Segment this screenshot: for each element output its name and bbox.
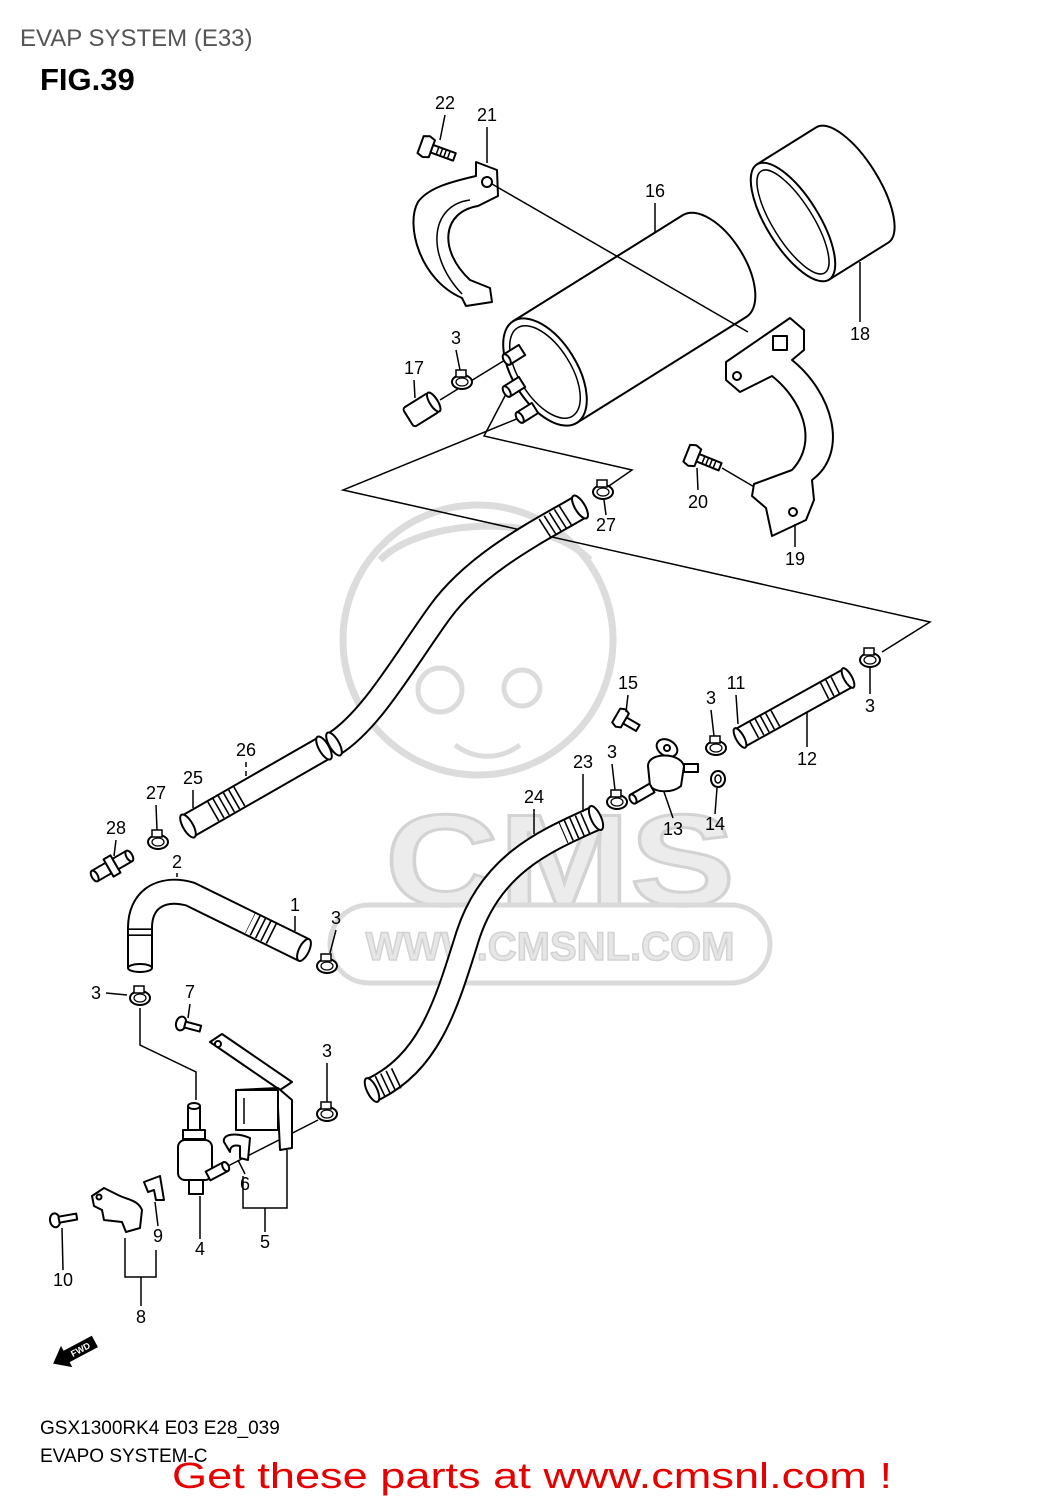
watermark-logo: CMS WWW.CMSNL.COM bbox=[327, 501, 773, 986]
callout-labels: 22 21 16 18 3 17 20 27 19 15 3 11 3 12 2… bbox=[53, 93, 875, 1327]
callout-3: 3 bbox=[451, 328, 461, 348]
callout-27: 27 bbox=[146, 783, 166, 803]
callout-3: 3 bbox=[91, 983, 101, 1003]
hose-short-ribbed bbox=[732, 667, 856, 749]
callout-3: 3 bbox=[331, 908, 341, 928]
callout-4: 4 bbox=[195, 1239, 205, 1259]
callout-13: 13 bbox=[663, 819, 683, 839]
callout-9: 9 bbox=[153, 1226, 163, 1246]
upper-bracket bbox=[412, 161, 499, 307]
canister-port-top bbox=[501, 343, 527, 366]
callout-3: 3 bbox=[706, 688, 716, 708]
evap-canister bbox=[502, 211, 757, 427]
diagram-name: EVAPO SYSTEM-C bbox=[40, 1446, 208, 1467]
watermark-logo-text: CMS bbox=[385, 787, 735, 933]
callout-25: 25 bbox=[183, 768, 203, 788]
canister-port-middle bbox=[501, 375, 527, 398]
page-title: EVAP SYSTEM (E33) bbox=[20, 25, 253, 52]
canister-port-bottom bbox=[514, 401, 540, 424]
callout-3: 3 bbox=[607, 742, 617, 762]
callout-22: 22 bbox=[435, 93, 455, 113]
callout-3: 3 bbox=[322, 1041, 332, 1061]
callout-12: 12 bbox=[797, 749, 817, 769]
callout-17: 17 bbox=[404, 358, 424, 378]
callout-10: 10 bbox=[53, 1270, 73, 1290]
hose-clamp bbox=[317, 1102, 337, 1121]
callout-23: 23 bbox=[573, 752, 593, 772]
bracket-alignment-line bbox=[491, 183, 749, 333]
bolt bbox=[611, 707, 641, 733]
callout-2: 2 bbox=[172, 852, 182, 872]
hose-clamp bbox=[452, 370, 472, 389]
hose-clamp bbox=[593, 480, 613, 499]
hose-fitting bbox=[89, 849, 135, 883]
callout-15: 15 bbox=[618, 673, 638, 693]
promo-text: Get these parts at www.cmsnl.com ! bbox=[172, 1455, 892, 1496]
leader-lines bbox=[61, 114, 871, 1306]
callout-26: 26 bbox=[236, 740, 256, 760]
callout-18: 18 bbox=[850, 324, 870, 344]
hose-clamp bbox=[860, 648, 880, 667]
valve-bracket bbox=[209, 1033, 293, 1151]
figure-label: FIG.39 bbox=[40, 62, 135, 97]
callout-5: 5 bbox=[260, 1232, 270, 1252]
callout-27: 27 bbox=[596, 515, 616, 535]
bolt bbox=[416, 135, 457, 162]
callout-1: 1 bbox=[290, 895, 300, 915]
model-code: GSX1300RK4 E03 E28_039 bbox=[40, 1418, 280, 1439]
forward-arrow-icon: FWD bbox=[53, 1335, 98, 1368]
watermark-url-text: WWW.CMSNL.COM bbox=[366, 925, 735, 969]
callout-6: 6 bbox=[240, 1174, 250, 1194]
lower-canister-bracket bbox=[725, 317, 834, 537]
screw bbox=[174, 1015, 203, 1033]
hose-long bbox=[363, 805, 605, 1103]
bolt bbox=[682, 443, 723, 472]
hose-lower-straight bbox=[179, 735, 333, 839]
hose-elbow bbox=[127, 878, 312, 973]
hose-clamp bbox=[148, 830, 168, 849]
hose-upper bbox=[325, 494, 589, 757]
callout-14: 14 bbox=[705, 814, 725, 834]
mounting-clamp bbox=[91, 1187, 143, 1233]
purge-valve bbox=[628, 738, 699, 805]
clip bbox=[143, 1175, 165, 1201]
callout-19: 19 bbox=[785, 549, 805, 569]
callout-3: 3 bbox=[865, 696, 875, 716]
canister-sleeve bbox=[749, 124, 896, 283]
callout-21: 21 bbox=[477, 105, 497, 125]
callout-7: 7 bbox=[185, 982, 195, 1002]
check-valve bbox=[177, 1102, 231, 1195]
callout-11: 11 bbox=[727, 673, 746, 693]
callout-16: 16 bbox=[645, 181, 665, 201]
hose-clamp bbox=[706, 736, 726, 755]
callout-8: 8 bbox=[136, 1307, 146, 1327]
callout-20: 20 bbox=[688, 492, 708, 512]
clip bbox=[222, 1133, 251, 1161]
callout-28: 28 bbox=[106, 818, 126, 838]
washer bbox=[710, 770, 726, 788]
callout-24: 24 bbox=[524, 787, 544, 807]
hose-clamp bbox=[130, 986, 150, 1005]
screw bbox=[48, 1212, 79, 1229]
short-hose bbox=[402, 391, 442, 428]
